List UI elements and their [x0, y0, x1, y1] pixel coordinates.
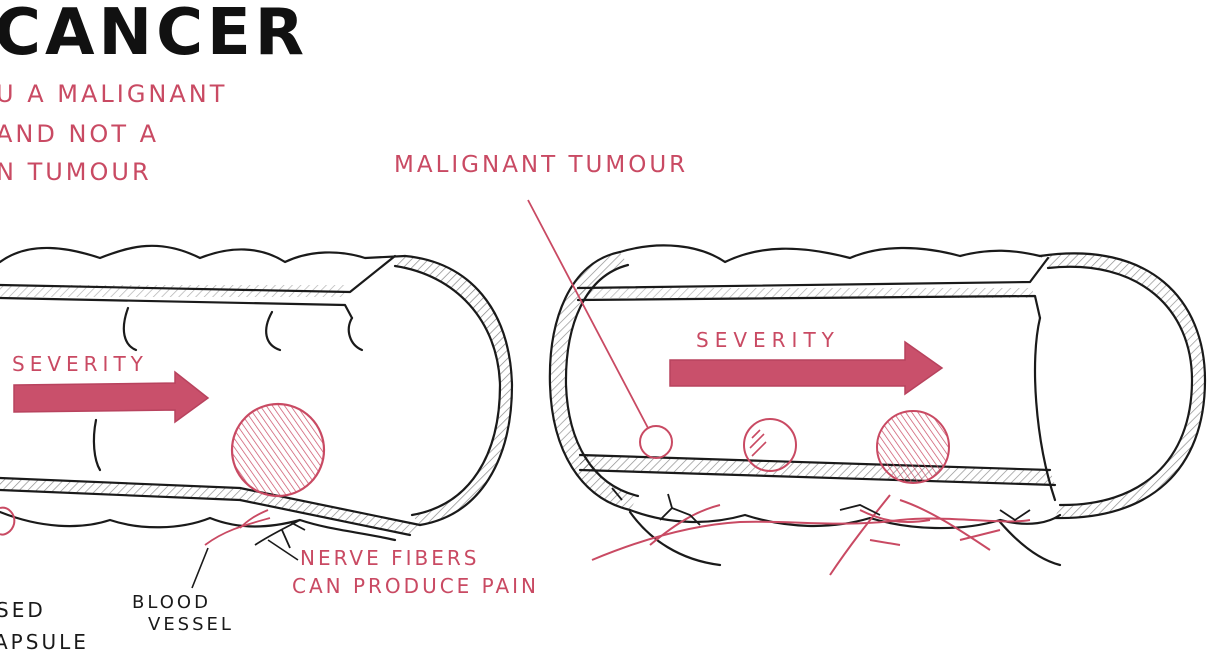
right-tumour-medium [743, 418, 797, 472]
left-blood-vessels [204, 509, 271, 546]
capsule-label-line-1: SED [0, 598, 46, 622]
left-vessel [0, 244, 514, 542]
vessel-label: VESSEL [148, 614, 234, 635]
note-line-3: N TUMOUR [0, 158, 152, 186]
severity-label-right: SEVERITY [696, 328, 840, 352]
left-severity-arrow [13, 370, 210, 424]
right-tumours [639, 410, 950, 484]
left-nerve-fibers [254, 519, 306, 549]
can-produce-pain-label: CAN PRODUCE PAIN [292, 574, 539, 598]
nerve-fibers-label: NERVE FIBERS [300, 546, 480, 570]
left-pointer-lines [191, 539, 299, 589]
right-nerve-fibers [611, 487, 1031, 526]
malignant-tumour-label: MALIGNANT TUMOUR [394, 152, 689, 178]
capsule-label-line-2: APSULE [0, 630, 89, 654]
severity-label-left: SEVERITY [12, 352, 148, 376]
blood-label: BLOOD [132, 592, 211, 613]
right-vessel [548, 244, 1207, 567]
right-severity-arrow [669, 340, 944, 396]
left-small-tumour [0, 506, 16, 536]
right-tumour-small [639, 425, 673, 459]
note-line-2: AND NOT A [0, 120, 160, 148]
page-title: CANCER [0, 0, 309, 70]
right-tumour-large [876, 410, 950, 484]
left-tumour [230, 402, 326, 498]
right-blood-vessels [591, 494, 1031, 576]
malignant-pointer-line [527, 199, 649, 429]
note-line-1: U A MALIGNANT [0, 80, 228, 108]
